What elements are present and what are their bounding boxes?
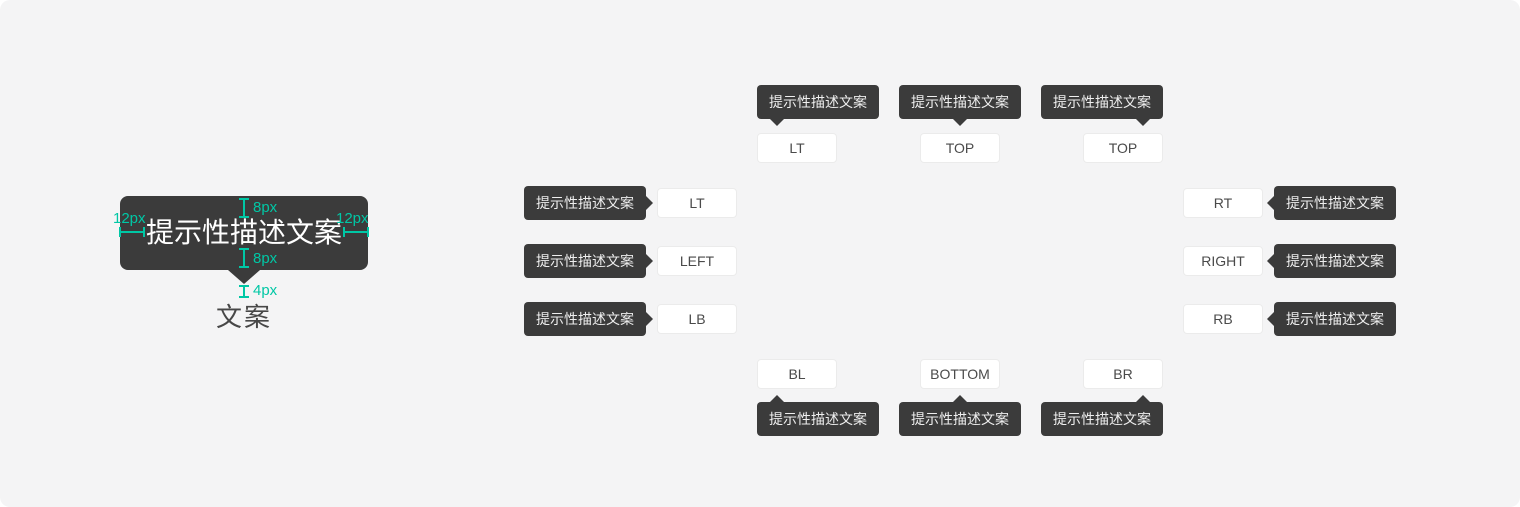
tooltip-text: 提示性描述文案 xyxy=(536,311,634,327)
spec-tooltip-arrow xyxy=(228,270,260,284)
tooltip-bottom-left: 提示性描述文案 xyxy=(757,395,879,436)
spec-tooltip-text: 提示性描述文案 xyxy=(145,217,342,248)
tooltip-right-top: 提示性描述文案 xyxy=(1267,186,1396,220)
tooltip-right-middle: 提示性描述文案 xyxy=(1267,244,1396,278)
trigger-button-lt-top[interactable]: LT xyxy=(757,133,837,163)
tooltip-text: 提示性描述文案 xyxy=(1286,311,1384,327)
tooltip-right-bottom: 提示性描述文案 xyxy=(1267,302,1396,336)
tooltip-arrow-right-icon xyxy=(646,196,653,210)
tooltip-arrow-up-icon xyxy=(770,395,784,402)
measure-ruler-padding-top xyxy=(239,198,249,218)
trigger-button-br[interactable]: BR xyxy=(1083,359,1163,389)
tooltip-arrow-right-icon xyxy=(646,254,653,268)
tooltip-text: 提示性描述文案 xyxy=(769,94,867,110)
measure-label-padding-right: 12px xyxy=(336,210,369,227)
trigger-button-bl[interactable]: BL xyxy=(757,359,837,389)
spec-target-text: 文案 xyxy=(215,302,272,332)
tooltip-arrow-left-icon xyxy=(1267,254,1274,268)
tooltip-text: 提示性描述文案 xyxy=(911,94,1009,110)
trigger-button-right[interactable]: RIGHT xyxy=(1183,246,1263,276)
tooltip-text: 提示性描述文案 xyxy=(1286,253,1384,269)
tooltip-arrow-left-icon xyxy=(1267,312,1274,326)
measure-label-offset: 4px xyxy=(253,282,278,299)
tooltip-text: 提示性描述文案 xyxy=(769,411,867,427)
trigger-button-rt[interactable]: RT xyxy=(1183,188,1263,218)
tooltip-top-right: 提示性描述文案 xyxy=(1041,85,1163,126)
tooltip-left-bottom: 提示性描述文案 xyxy=(524,302,653,336)
trigger-button-lt-left[interactable]: LT xyxy=(657,188,737,218)
trigger-button-lb[interactable]: LB xyxy=(657,304,737,334)
measure-label-padding-top: 8px xyxy=(253,199,278,216)
trigger-button-left[interactable]: LEFT xyxy=(657,246,737,276)
tooltip-arrow-left-icon xyxy=(1267,196,1274,210)
tooltip-text: 提示性描述文案 xyxy=(1053,94,1151,110)
measure-ruler-padding-right xyxy=(343,227,369,237)
tooltip-top-left: 提示性描述文案 xyxy=(757,85,879,126)
tooltip-bottom-right: 提示性描述文案 xyxy=(1041,395,1163,436)
trigger-button-bottom[interactable]: BOTTOM xyxy=(920,359,1000,389)
tooltip-text: 提示性描述文案 xyxy=(1053,411,1151,427)
measure-label-padding-bottom: 8px xyxy=(253,250,278,267)
tooltip-arrow-down-icon xyxy=(953,119,967,126)
trigger-button-top-right[interactable]: TOP xyxy=(1083,133,1163,163)
tooltip-arrow-down-icon xyxy=(770,119,784,126)
tooltip-text: 提示性描述文案 xyxy=(1286,195,1384,211)
tooltip-arrow-up-icon xyxy=(1136,395,1150,402)
tooltip-text: 提示性描述文案 xyxy=(911,411,1009,427)
tooltip-arrow-up-icon xyxy=(953,395,967,402)
measure-ruler-offset xyxy=(239,285,249,298)
tooltip-bottom-center: 提示性描述文案 xyxy=(899,395,1021,436)
trigger-button-top[interactable]: TOP xyxy=(920,133,1000,163)
tooltip-text: 提示性描述文案 xyxy=(536,195,634,211)
tooltip-top-center: 提示性描述文案 xyxy=(899,85,1021,126)
tooltip-arrow-down-icon xyxy=(1136,119,1150,126)
tooltip-left-middle: 提示性描述文案 xyxy=(524,244,653,278)
tooltip-left-top: 提示性描述文案 xyxy=(524,186,653,220)
measure-ruler-padding-left xyxy=(119,227,145,237)
trigger-button-rb[interactable]: RB xyxy=(1183,304,1263,334)
tooltip-arrow-right-icon xyxy=(646,312,653,326)
measure-label-padding-left: 12px xyxy=(113,210,146,227)
measure-ruler-padding-bottom xyxy=(239,248,249,268)
tooltip-text: 提示性描述文案 xyxy=(536,253,634,269)
